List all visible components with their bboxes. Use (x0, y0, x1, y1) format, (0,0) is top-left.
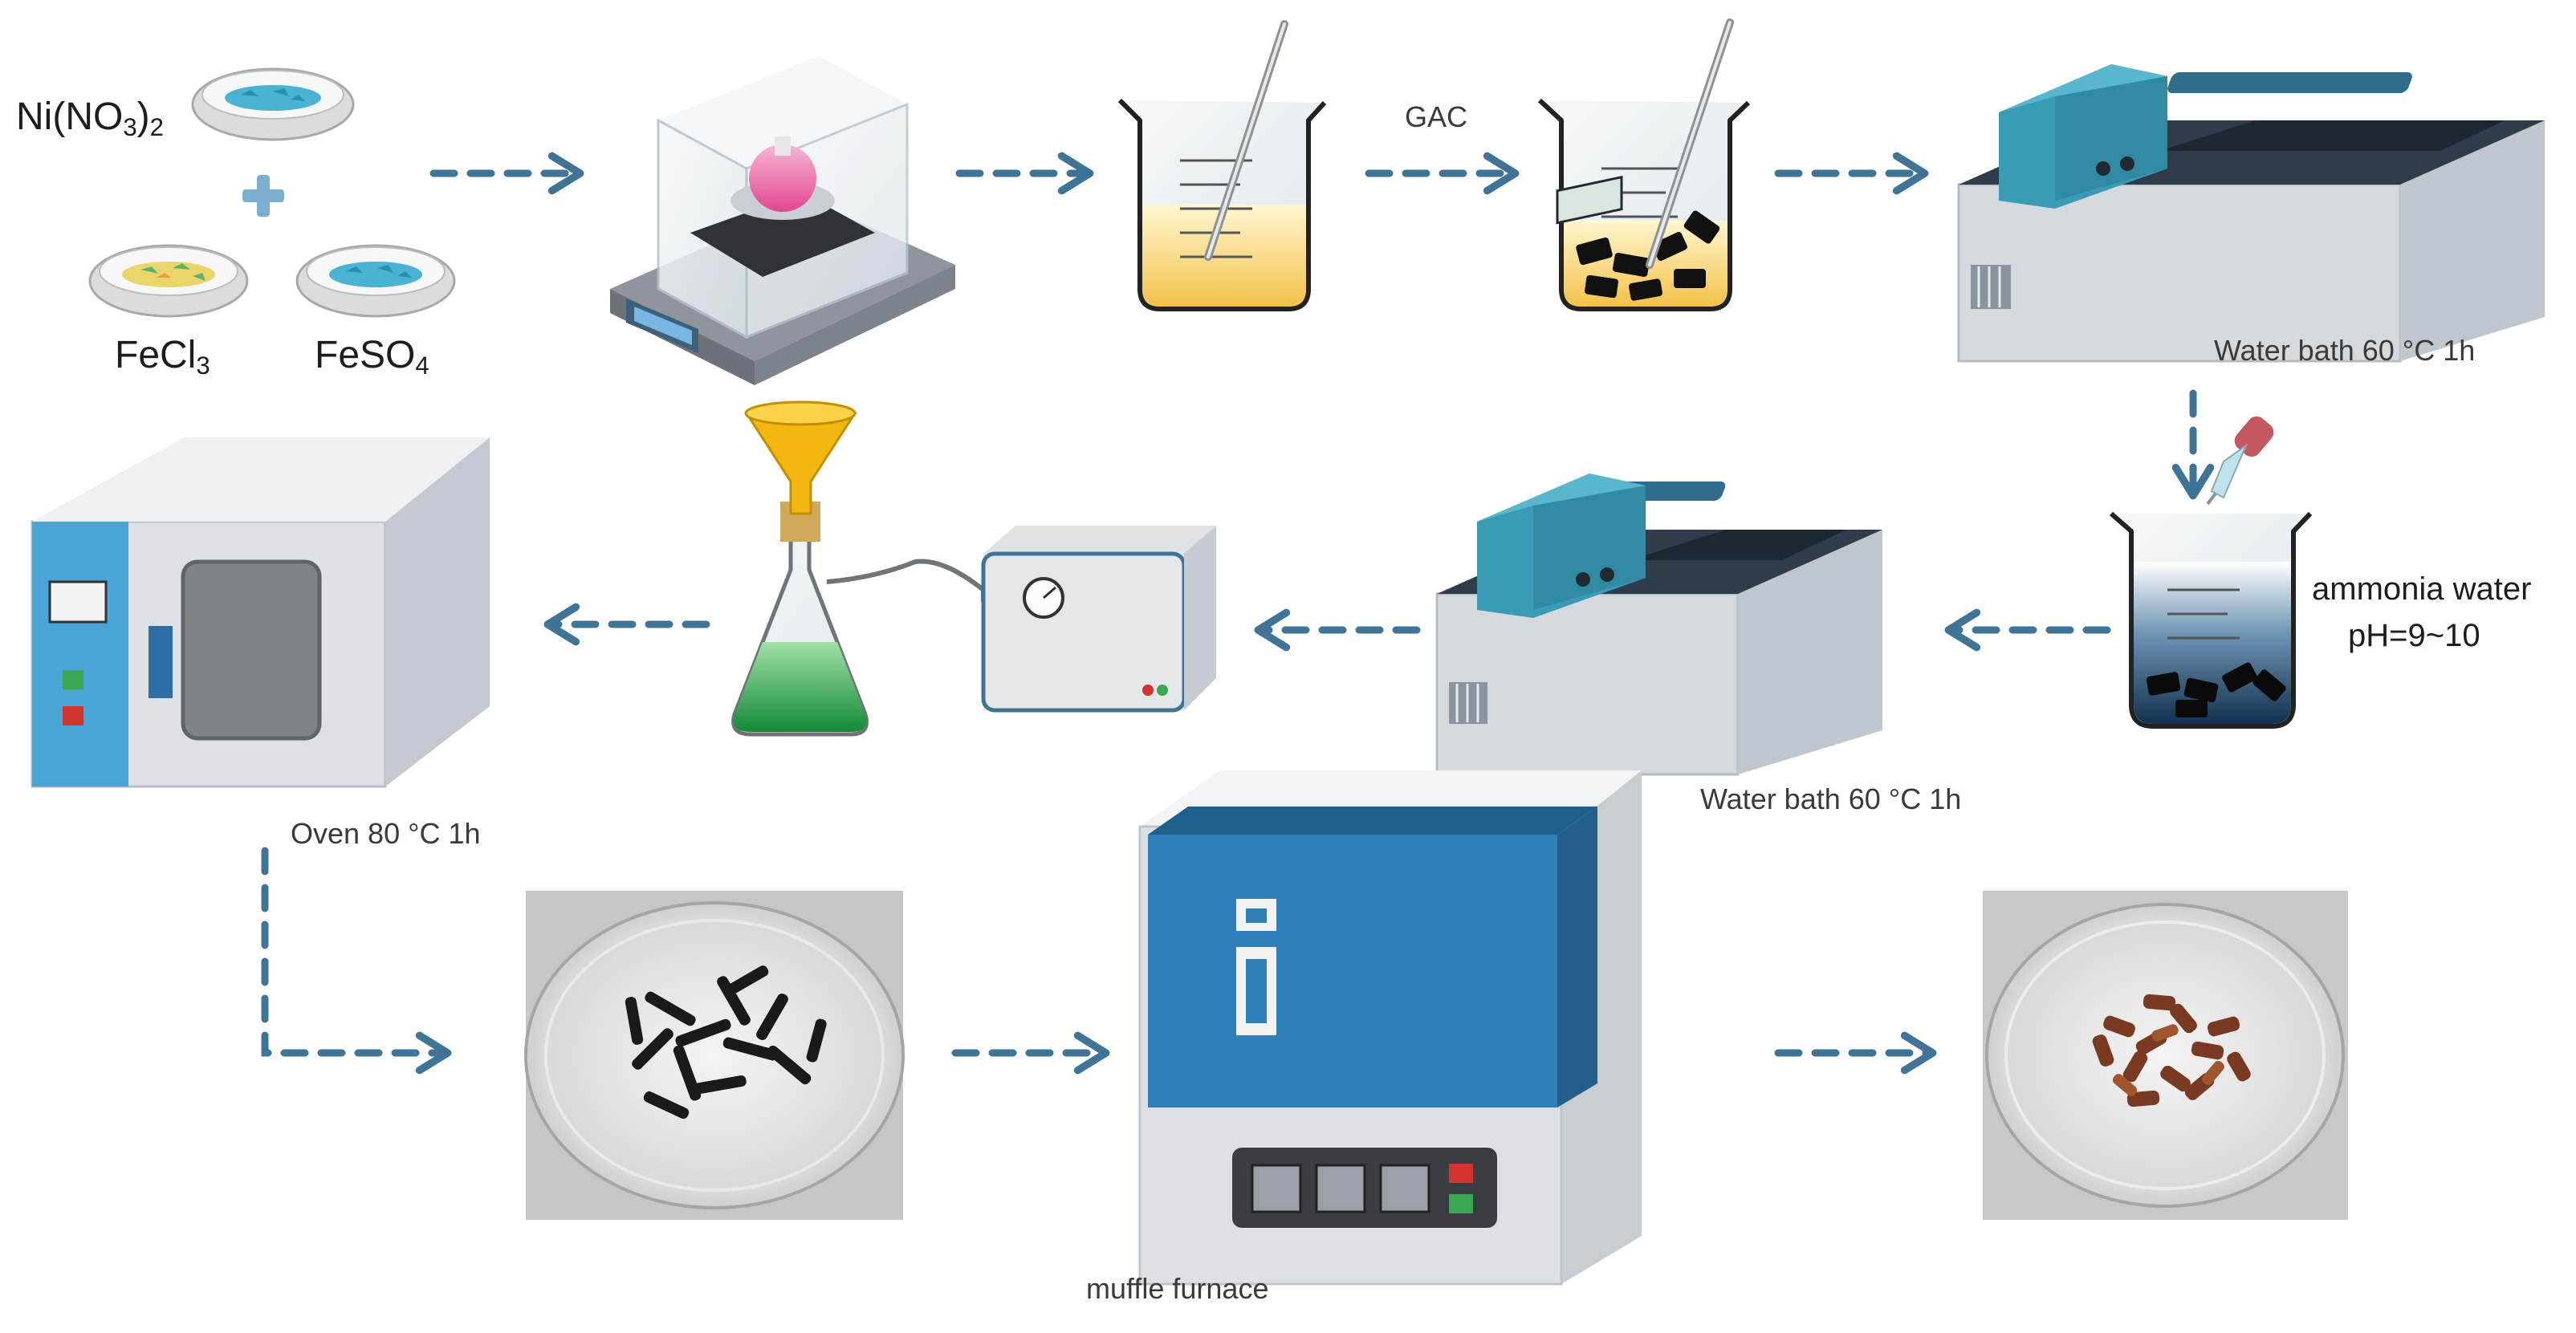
gac-pellets (1576, 210, 1720, 301)
brown-pellets (2092, 994, 2251, 1107)
reagent-dish-ferrous (295, 244, 456, 318)
muffle-furnace (1138, 770, 1642, 1286)
vacuum-pump (981, 526, 1216, 713)
black-pellets (625, 965, 827, 1120)
label-ferrous-sulfate: FeSO4 (315, 334, 429, 380)
label-muffle-furnace: muffle furnace (1086, 1272, 1269, 1305)
flow-arrows (261, 152, 2215, 1075)
label-gac: GAC (1405, 100, 1468, 133)
vacuum-filtration (731, 400, 1216, 737)
final-product-photo (1983, 891, 2348, 1220)
beaker-solution (1117, 20, 1327, 311)
filter-flask (731, 400, 869, 737)
label-ferric-chloride: FeCl3 (115, 334, 210, 380)
beaker-ammonia (2110, 511, 2313, 729)
beaker-with-gac (1537, 18, 1751, 311)
drying-oven (31, 437, 490, 788)
plus-icon (242, 175, 284, 217)
water-bath-1 (1957, 64, 2545, 363)
reagent-dish-ferric (88, 244, 249, 318)
arrow-oven-to-dried-sample (261, 847, 452, 1075)
label-ph: pH=9~10 (2348, 618, 2480, 653)
label-oven: Oven 80 °C 1h (291, 817, 481, 850)
reagent-dish-nickel (191, 67, 355, 141)
label-water-bath-2: Water bath 60 °C 1h (1700, 782, 1962, 815)
label-ammonia-water: ammonia water (2312, 571, 2532, 607)
dried-sample-photo (524, 891, 905, 1220)
label-water-bath-1: Water bath 60 °C 1h (2214, 334, 2476, 367)
label-nickel-nitrate: Ni(NO3)2 (16, 96, 165, 141)
water-bath-2 (1435, 175, 1882, 776)
analytical-balance (610, 56, 955, 385)
dropper-icon (2206, 416, 2274, 506)
